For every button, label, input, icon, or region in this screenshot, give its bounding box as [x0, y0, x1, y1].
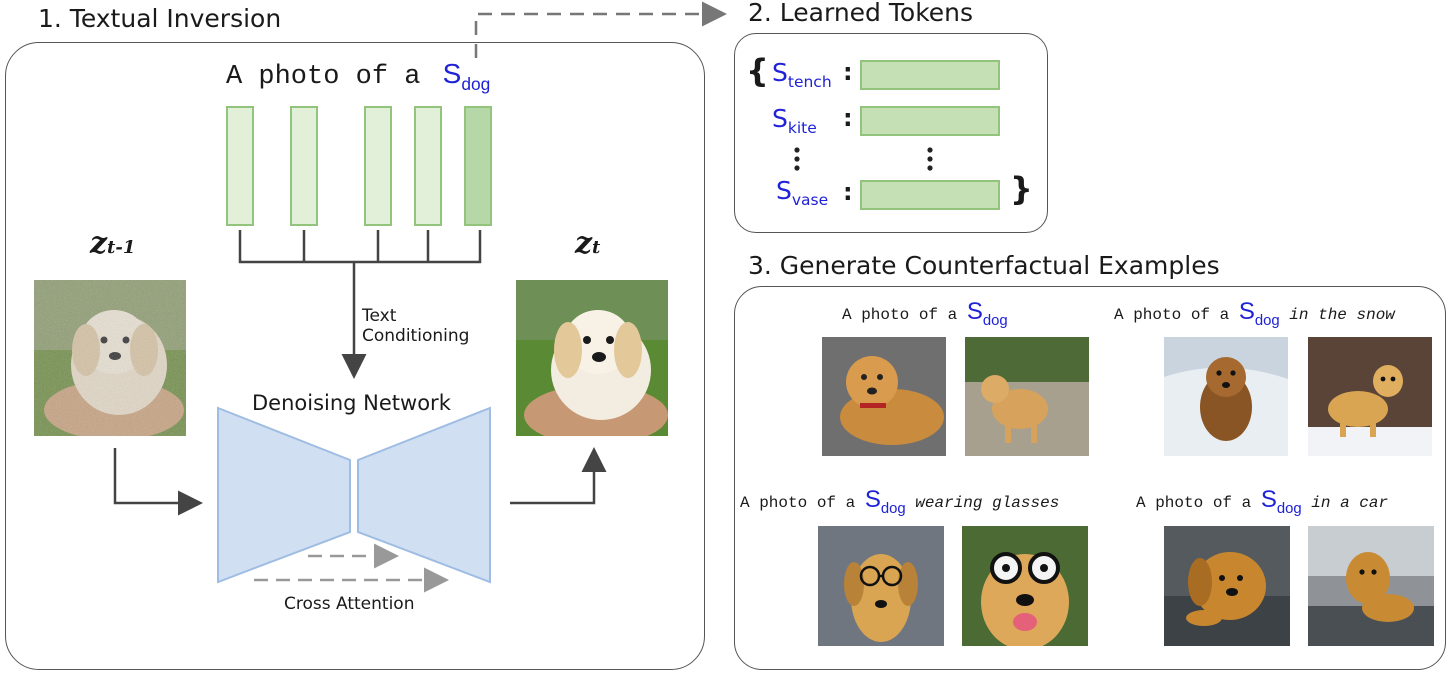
- token-kite-subscript: kite: [787, 118, 817, 137]
- token-vase-symbol: S: [776, 176, 792, 205]
- example-3-prefix: A photo of a: [740, 494, 856, 512]
- example-prompt-1: A photo of a Sdog: [842, 298, 1008, 329]
- example-2-suffix: in the snow: [1289, 306, 1395, 324]
- example-prompt-4: A photo of a Sdog in a car: [1136, 486, 1389, 517]
- example-2-symbol: S: [1238, 298, 1255, 325]
- close-brace: }: [1010, 170, 1033, 208]
- encoder-shape: [217, 406, 351, 584]
- section-3-title: 3. Generate Counterfactual Examples: [748, 251, 1220, 280]
- latent-prev-label: zt-1: [90, 226, 135, 261]
- generated-image-2a: [1164, 337, 1288, 456]
- colon-3: :: [843, 178, 853, 206]
- token-s-dog: Sdog: [442, 58, 491, 94]
- open-brace: {: [746, 52, 769, 90]
- example-4-token: Sdog: [1260, 486, 1302, 517]
- example-1-token: Sdog: [966, 298, 1008, 329]
- token-vase: Svase: [776, 176, 828, 209]
- generated-image-1b: [965, 337, 1089, 456]
- colon-2: :: [843, 104, 853, 132]
- token-to-learned-arrow: [474, 1, 727, 58]
- token-vase-subscript: vase: [791, 190, 829, 209]
- latent-prev-sub: t-1: [107, 237, 136, 258]
- section-2-title: 2. Learned Tokens: [748, 0, 974, 27]
- embedding-bar-tench: [860, 60, 1000, 90]
- token-subscript: dog: [461, 73, 491, 94]
- noisy-latent-image: [34, 280, 186, 436]
- example-3-token: Sdog: [864, 486, 906, 517]
- embedding-a: [226, 106, 254, 226]
- token-tench-subscript: tench: [787, 72, 832, 91]
- generated-image-3b: [962, 526, 1088, 646]
- generated-image-4a: [1164, 526, 1290, 646]
- generated-image-3a: [818, 526, 944, 646]
- token-kite: Skite: [772, 104, 817, 137]
- decoder-shape: [357, 406, 491, 584]
- embedding-photo: [290, 106, 318, 226]
- example-3-symbol: S: [864, 486, 881, 513]
- example-4-suffix: in a car: [1311, 494, 1389, 512]
- token-symbol: S: [442, 58, 462, 89]
- text-conditioning-line-2: Conditioning: [362, 326, 470, 346]
- example-2-token: Sdog: [1238, 298, 1280, 329]
- input-arrow: [113, 448, 203, 516]
- example-2-subscript: dog: [1254, 312, 1280, 329]
- latent-next-label: zt: [575, 226, 600, 261]
- embedding-bar-vase: [860, 180, 1000, 210]
- example-prompt-3: A photo of a Sdog wearing glasses: [740, 486, 1060, 517]
- example-1-prefix: A photo of a: [842, 306, 958, 324]
- text-conditioning-label: Text Conditioning: [362, 306, 469, 346]
- embedding-a-2: [414, 106, 442, 226]
- embedding-of: [364, 106, 392, 226]
- embedding-s-dog: [464, 106, 492, 226]
- network-label: Denoising Network: [252, 391, 451, 415]
- example-4-symbol: S: [1260, 486, 1277, 513]
- latent-prev-base: z: [90, 226, 108, 261]
- token-tench-symbol: S: [772, 58, 788, 87]
- example-prompt-2: A photo of a Sdog in the snow: [1114, 298, 1395, 329]
- generated-image-1a: [822, 337, 946, 456]
- denoised-latent-image: [516, 280, 668, 436]
- embedding-bar-kite: [860, 106, 1000, 136]
- output-arrow: [510, 447, 607, 505]
- example-4-prefix: A photo of a: [1136, 494, 1252, 512]
- token-tench: Stench: [772, 58, 832, 91]
- cross-attention-label: Cross Attention: [284, 594, 415, 614]
- section-1-title: 1. Textual Inversion: [38, 4, 282, 33]
- latent-next-base: z: [575, 226, 593, 261]
- example-1-symbol: S: [966, 298, 983, 325]
- generated-image-2b: [1308, 337, 1432, 456]
- latent-next-sub: t: [592, 237, 601, 258]
- generated-image-4b: [1308, 526, 1434, 646]
- prompt-prefix: A photo of a: [226, 62, 421, 92]
- text-conditioning-line-1: Text: [362, 306, 397, 326]
- example-4-subscript: dog: [1276, 500, 1302, 517]
- example-1-subscript: dog: [982, 312, 1008, 329]
- example-3-subscript: dog: [880, 500, 906, 517]
- example-3-suffix: wearing glasses: [915, 494, 1060, 512]
- colon-1: :: [843, 58, 853, 86]
- example-2-prefix: A photo of a: [1114, 306, 1230, 324]
- token-merge-bracket: [238, 230, 482, 264]
- vertical-ellipsis: [794, 147, 933, 171]
- prompt-text: A photo of a Sdog: [226, 58, 491, 94]
- token-kite-symbol: S: [772, 104, 788, 133]
